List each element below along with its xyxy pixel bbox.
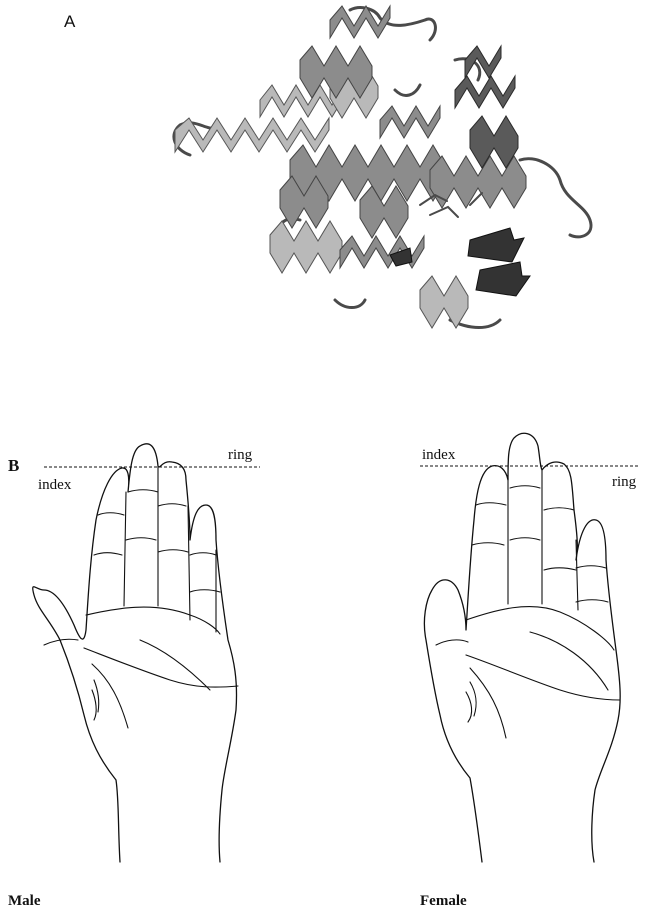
male-hand-outline	[33, 444, 237, 862]
panel-b-label: B	[8, 456, 19, 475]
protein-ribbon-structure	[174, 6, 591, 328]
female-index-label: index	[422, 447, 456, 463]
male-hand-diagram: ring index	[33, 444, 260, 862]
male-caption: Male	[8, 893, 41, 909]
female-ring-label: ring	[612, 474, 637, 490]
male-index-label: index	[38, 477, 72, 493]
panel-a-label: A	[64, 12, 76, 31]
female-caption: Female	[420, 893, 467, 909]
male-ring-label: ring	[228, 447, 253, 463]
female-hand-outline	[424, 433, 620, 862]
female-hand-diagram: index ring	[420, 433, 640, 862]
